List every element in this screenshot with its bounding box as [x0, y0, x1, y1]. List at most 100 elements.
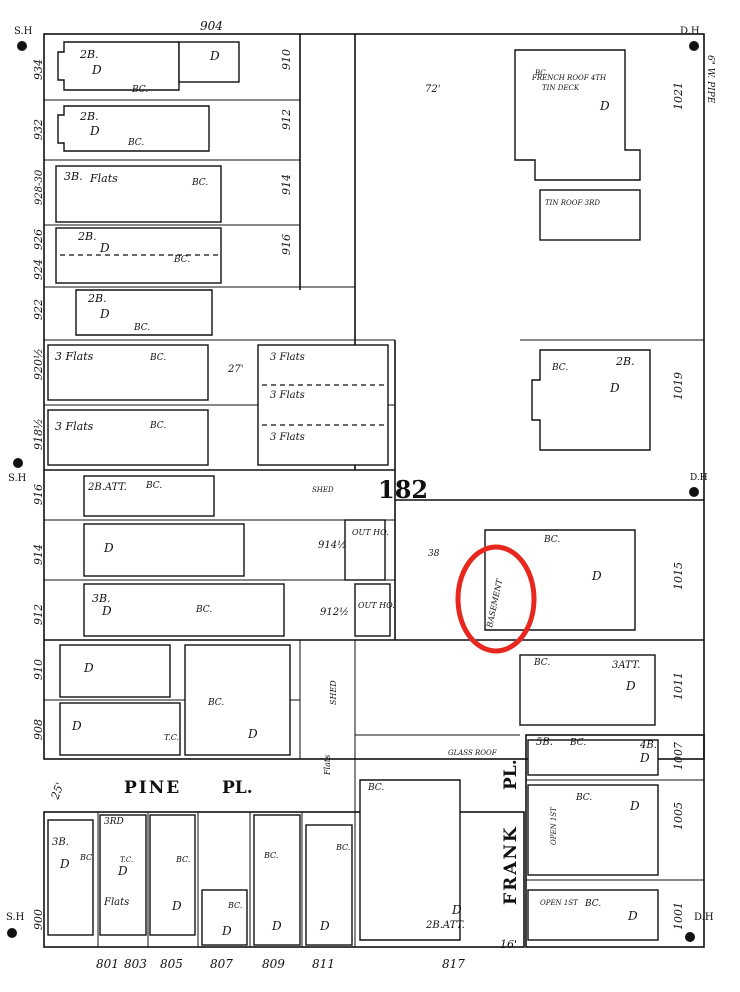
flats-label: 3 Flats	[270, 390, 305, 401]
tc-label: T.C.	[164, 733, 179, 742]
dwelling-1019	[531, 349, 651, 451]
dwelling-label: D	[639, 751, 650, 765]
address-bottom: 801	[96, 957, 119, 971]
address-bottom: 807	[210, 957, 233, 971]
story-label: 3B.	[92, 592, 111, 605]
dimension-label: 27'	[227, 364, 243, 375]
flats-3story	[257, 344, 389, 466]
brick-label: BC.	[131, 85, 148, 95]
shed-label: SHED	[312, 486, 334, 494]
brick-label: BC.	[173, 255, 190, 265]
dwelling-922	[75, 289, 213, 336]
block-182-outline	[43, 33, 705, 760]
story-label: 2B.	[87, 292, 107, 305]
dwelling-label: D	[271, 919, 282, 933]
address-bottom: 817	[442, 957, 465, 971]
address-left: 924	[32, 259, 45, 280]
address-bottom: 805	[160, 957, 183, 971]
dwelling-label: D	[101, 604, 112, 618]
dwelling-1007	[527, 739, 659, 776]
open-label: OPEN 1ST	[550, 806, 558, 845]
dwelling-label: D	[91, 63, 102, 77]
story-label: 2B.	[615, 355, 635, 368]
buildings	[47, 41, 659, 946]
dwelling-label: D	[599, 99, 610, 113]
highlight-ellipse	[455, 544, 537, 654]
dwelling-934	[57, 41, 180, 91]
block-outlines	[43, 33, 705, 948]
address-mid: 910	[280, 49, 293, 70]
brick-label: BC.	[575, 793, 592, 803]
dwelling-label: D	[591, 569, 602, 583]
dwelling-817	[359, 779, 461, 941]
dwelling-label: D	[171, 899, 182, 913]
flats-803	[99, 814, 147, 936]
street-width: 16'	[500, 938, 517, 951]
french-roof-label: FRENCH ROOF 4TH	[531, 74, 607, 82]
dimension-label: 72'	[425, 84, 440, 95]
brick-label: BC.	[227, 901, 242, 910]
address-left: 908	[32, 719, 45, 740]
story-label: 2B.	[77, 230, 97, 243]
dwelling-1001	[527, 889, 659, 941]
brick-label: BC.	[543, 535, 560, 545]
brick-label: BC.	[191, 178, 208, 188]
flats-928	[55, 165, 222, 223]
brick-label: BC.	[149, 421, 166, 431]
dwelling-label: D	[319, 919, 330, 933]
address-left: 920½	[32, 348, 45, 380]
dwelling-932	[57, 105, 210, 152]
street-name-pl: PL.	[222, 778, 253, 798]
hydrant-icon	[7, 928, 17, 938]
brick-label: BC.	[367, 783, 384, 793]
pipe-label: 6" W. PIPE	[705, 55, 715, 104]
address-right: 1005	[672, 802, 685, 830]
brick-label: BC.	[551, 363, 568, 373]
out-house-label: OUT HO.	[358, 601, 395, 610]
story-label: 2B.	[79, 110, 99, 123]
brick-label: BC.	[175, 855, 190, 864]
address-right: 1021	[672, 82, 685, 110]
tin-roof-wing	[539, 189, 641, 241]
dwelling-label: D	[609, 381, 620, 395]
brick-label: BC.	[149, 353, 166, 363]
block-number: 182	[378, 475, 428, 504]
hydrant-label: S.H	[8, 473, 27, 484]
flats-label: Flats	[323, 755, 332, 776]
address-left: 912	[32, 604, 45, 625]
flats-label: 3 Flats	[55, 420, 94, 433]
address-left: 918½	[32, 418, 45, 450]
dwelling-811	[305, 824, 353, 946]
brick-label: BC.	[207, 698, 224, 708]
hydrant-label: D.H	[680, 26, 700, 37]
block-southeast-outline	[525, 734, 705, 948]
dwelling-914	[83, 523, 245, 577]
dwelling-801	[47, 819, 94, 936]
dwelling-label: D	[451, 903, 462, 917]
dwelling-910	[59, 644, 171, 698]
street-name-frank-pl: PL.	[501, 759, 521, 790]
story-label: 3ATT.	[612, 660, 640, 671]
shed-label: SHED	[329, 680, 338, 705]
dwelling-label: D	[627, 909, 638, 923]
dwelling-807	[201, 889, 248, 946]
address-right: 1001	[672, 902, 685, 930]
address-right: 1019	[672, 372, 685, 400]
brick-label: BC.	[133, 323, 150, 333]
street-name-pine: PINE	[124, 778, 181, 798]
flats-918	[47, 409, 209, 466]
dwelling-label: D	[209, 49, 220, 63]
hydrant-icon	[13, 458, 23, 468]
dwelling-label: D	[89, 124, 100, 138]
dwelling-label: D	[117, 864, 128, 878]
address-bottom: 809	[262, 957, 285, 971]
brick-label: BC.	[263, 851, 278, 860]
address-mid: 912	[280, 109, 293, 130]
dwelling-1015	[484, 529, 636, 631]
dwelling-908	[59, 702, 181, 756]
address-left: 928-30	[34, 169, 45, 205]
block-south-outline	[43, 811, 525, 948]
dwelling-1005	[527, 784, 659, 876]
flats-label: 3 Flats	[270, 432, 305, 443]
